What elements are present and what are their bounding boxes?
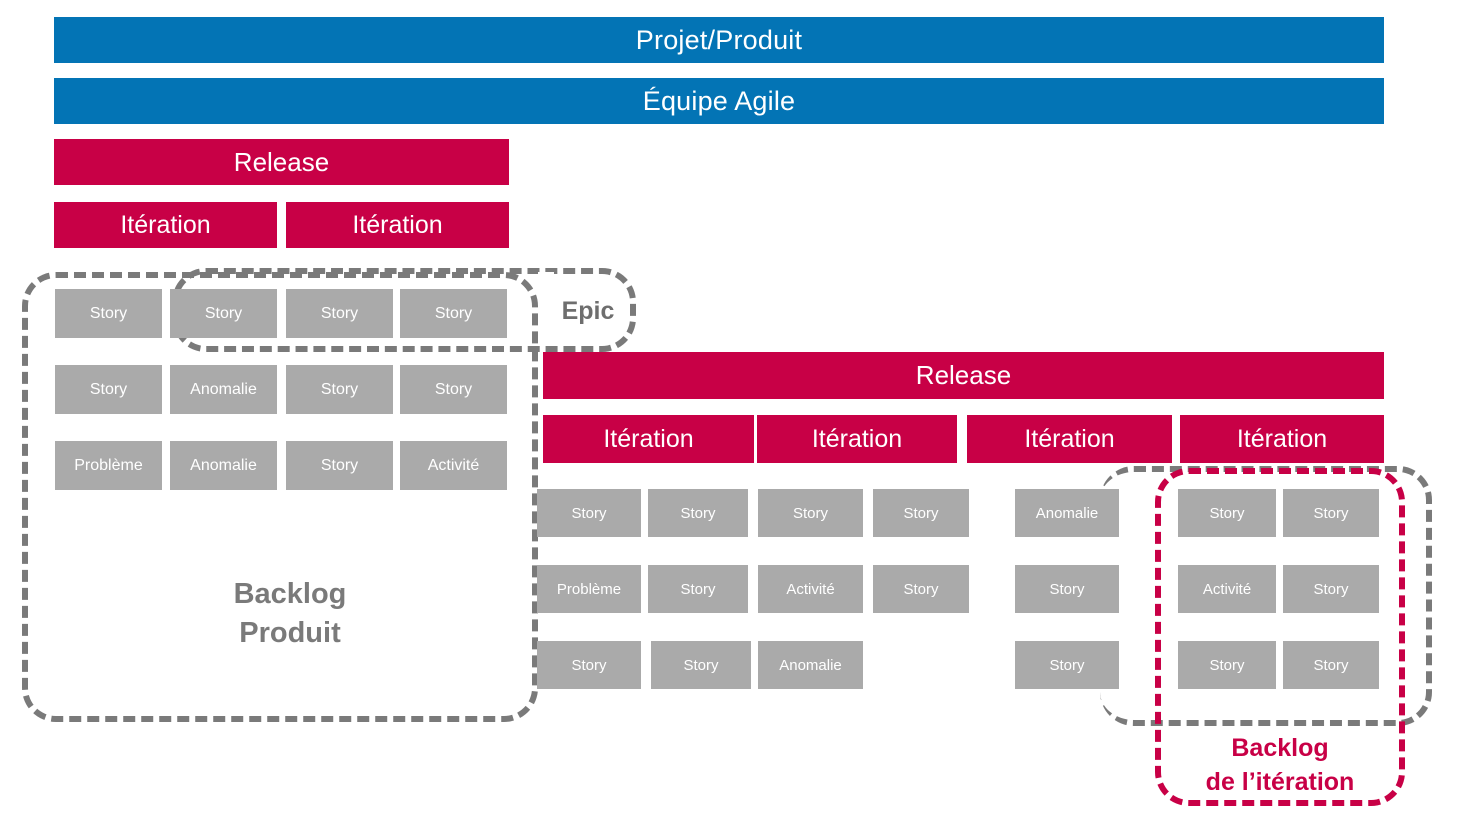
- card-label: Story: [571, 504, 607, 522]
- card-label: Story: [1049, 580, 1085, 598]
- card-label: Story: [434, 380, 473, 398]
- list-item[interactable]: Story: [55, 289, 162, 338]
- iteration-left-2[interactable]: Itération: [286, 202, 509, 248]
- card-label: Activité: [1202, 580, 1252, 598]
- card-label: Story: [1313, 656, 1349, 674]
- equipe-agile-bar[interactable]: Équipe Agile: [54, 78, 1384, 124]
- list-item[interactable]: Story: [55, 365, 162, 414]
- card-label: Problème: [556, 580, 622, 598]
- card-label: Story: [89, 380, 128, 398]
- card-label: Anomalie: [190, 380, 257, 398]
- release-right-bar[interactable]: Release: [543, 352, 1384, 399]
- iteration-right-2[interactable]: Itération: [757, 415, 957, 463]
- backlog-produit-line1: Backlog: [233, 578, 347, 610]
- card-label: Story: [1209, 504, 1245, 522]
- list-item[interactable]: Story: [758, 489, 863, 537]
- backlog-iteration-line1: Backlog: [1231, 734, 1329, 762]
- list-item[interactable]: Activité: [1178, 565, 1276, 613]
- backlog-produit-caption: Backlog Produit: [160, 575, 420, 665]
- list-item[interactable]: Anomalie: [170, 365, 277, 414]
- iteration-right-4-label: Itération: [1236, 424, 1328, 453]
- list-item[interactable]: Story: [286, 441, 393, 490]
- backlog-produit-line2: Produit: [239, 617, 341, 650]
- equipe-agile-label: Équipe Agile: [642, 85, 796, 116]
- card-label: Story: [204, 304, 243, 322]
- list-item[interactable]: Story: [400, 289, 507, 338]
- card-label: Anomalie: [779, 656, 842, 674]
- release-left-label: Release: [233, 146, 330, 177]
- backlog-produit-group-box: [22, 272, 538, 722]
- list-item[interactable]: Problème: [55, 441, 162, 490]
- list-item[interactable]: Story: [1015, 565, 1119, 613]
- epic-label: Epic: [561, 296, 615, 325]
- card-label: Story: [903, 580, 939, 598]
- iteration-right-3-label: Itération: [1024, 424, 1115, 453]
- card-label: Story: [1209, 656, 1245, 674]
- list-item[interactable]: Story: [1283, 489, 1379, 537]
- list-item[interactable]: Anomalie: [1015, 489, 1119, 537]
- release-right-label: Release: [915, 360, 1012, 390]
- list-item[interactable]: Story: [873, 489, 969, 537]
- projet-produit-bar[interactable]: Projet/Produit: [54, 17, 1384, 63]
- iteration-right-2-label: Itération: [811, 424, 903, 453]
- card-label: Activité: [786, 580, 835, 598]
- list-item[interactable]: Story: [537, 641, 641, 689]
- card-label: Story: [1313, 580, 1349, 598]
- card-label: Story: [903, 504, 939, 522]
- card-label: Activité: [427, 456, 480, 474]
- card-label: Story: [434, 304, 473, 322]
- list-item[interactable]: Problème: [537, 565, 641, 613]
- card-label: Problème: [74, 456, 143, 474]
- card-label: Story: [680, 504, 716, 522]
- list-item[interactable]: Story: [1178, 489, 1276, 537]
- list-item[interactable]: Activité: [400, 441, 507, 490]
- list-item[interactable]: Story: [651, 641, 751, 689]
- card-label: Story: [571, 656, 607, 674]
- backlog-iteration-caption: Backlog de l’itération: [1155, 732, 1405, 812]
- list-item[interactable]: Story: [648, 565, 748, 613]
- list-item[interactable]: Activité: [758, 565, 863, 613]
- iteration-right-4[interactable]: Itération: [1180, 415, 1384, 463]
- projet-produit-label: Projet/Produit: [635, 24, 803, 55]
- card-label: Story: [320, 304, 359, 322]
- list-item[interactable]: Story: [1178, 641, 1276, 689]
- list-item[interactable]: Anomalie: [170, 441, 277, 490]
- backlog-iteration-line2: de l’itération: [1205, 767, 1355, 796]
- card-label: Anomalie: [190, 456, 257, 474]
- card-label: Story: [680, 580, 716, 598]
- list-item[interactable]: Story: [286, 365, 393, 414]
- card-label: Story: [792, 504, 828, 522]
- card-label: Story: [320, 380, 359, 398]
- list-item[interactable]: Story: [400, 365, 507, 414]
- list-item[interactable]: Story: [1015, 641, 1119, 689]
- list-item[interactable]: Story: [170, 289, 277, 338]
- iteration-left-1[interactable]: Itération: [54, 202, 277, 248]
- iteration-left-2-label: Itération: [352, 210, 443, 239]
- card-label: Story: [683, 656, 719, 674]
- iteration-left-1-label: Itération: [120, 210, 211, 239]
- list-item[interactable]: Story: [873, 565, 969, 613]
- list-item[interactable]: Anomalie: [758, 641, 863, 689]
- card-label: Story: [1313, 504, 1349, 522]
- iteration-right-1-label: Itération: [603, 424, 694, 453]
- list-item[interactable]: Story: [648, 489, 748, 537]
- card-label: Story: [320, 456, 359, 474]
- release-left-bar[interactable]: Release: [54, 139, 509, 185]
- iteration-right-3[interactable]: Itération: [967, 415, 1172, 463]
- epic-box-mask: [538, 272, 554, 346]
- iteration-right-1[interactable]: Itération: [543, 415, 754, 463]
- backlog-iteration-group-box: [1155, 468, 1405, 806]
- list-item[interactable]: Story: [286, 289, 393, 338]
- card-label: Story: [89, 304, 128, 322]
- list-item[interactable]: Story: [1283, 565, 1379, 613]
- card-label: Anomalie: [1035, 504, 1099, 522]
- epic-label-wrap: Epic: [540, 292, 636, 330]
- list-item[interactable]: Story: [1283, 641, 1379, 689]
- card-label: Story: [1049, 656, 1085, 674]
- list-item[interactable]: Story: [537, 489, 641, 537]
